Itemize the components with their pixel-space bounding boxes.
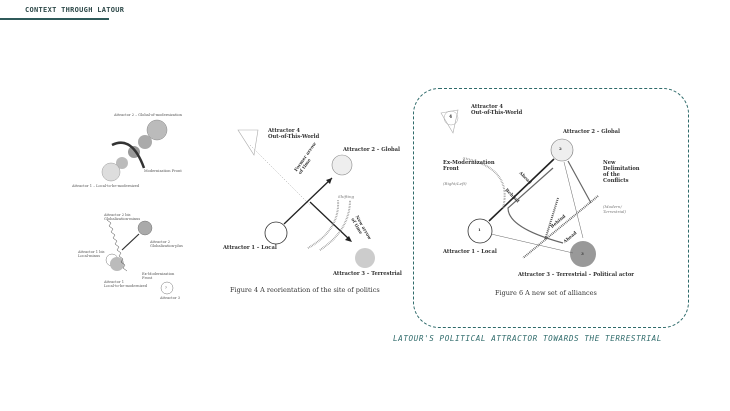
attractor4-label: Attractor 4 Out-of-This-World bbox=[268, 128, 320, 140]
ex-modernization-front-label: Ex-Modernization Front bbox=[443, 160, 495, 172]
ex-modernization-front-label: Ex-Modernization Front bbox=[142, 272, 175, 281]
attractor1bis-label: Attractor 1 bis Local-minus bbox=[78, 250, 105, 259]
figure1-drawing bbox=[101, 119, 174, 295]
num4-label: 4 bbox=[449, 115, 453, 120]
num2-label: 2 bbox=[559, 146, 562, 151]
attractor1-local-label: Attractor 1 Local-to-be-modernized bbox=[104, 280, 148, 289]
attractor3-mark: ? bbox=[165, 286, 167, 290]
modernization-front-label: Modernization Front bbox=[144, 169, 182, 173]
attractor3-label: Attractor 3 bbox=[160, 296, 181, 300]
delimitation-sub-label: (Modern/ Terrestrial) bbox=[603, 204, 626, 214]
figure2-drawing bbox=[237, 129, 375, 268]
num1-label: 1 bbox=[478, 227, 481, 232]
front-sub-label: (Right/Left) bbox=[443, 181, 467, 186]
highlight-dashed-frame bbox=[413, 88, 689, 328]
section-title: CONTEXT THROUGH LATOUR bbox=[25, 6, 125, 14]
figure-modernization-diagrams: Attractor 2 – Global-of-modernization Mo… bbox=[62, 100, 202, 300]
figure6-caption: Figure 6 A new set of alliances bbox=[495, 289, 597, 297]
attractor3-label: Attractor 3 – Terrestrial bbox=[333, 271, 402, 277]
attractor1-label: Attractor 1 – Local bbox=[443, 249, 497, 255]
figure3-drawing bbox=[440, 109, 599, 267]
figure-4-reorientation: Attractor 4 Out-of-This-World Attractor … bbox=[200, 100, 410, 300]
attractor2-plus-label: Attractor 2 Globalization-plus bbox=[150, 240, 183, 249]
attractor2-label: Attractor 2 – Global bbox=[563, 129, 621, 135]
num3-label: 3 bbox=[581, 251, 584, 256]
attractor2-label: Attractor 2 – Global bbox=[343, 147, 401, 153]
attractor2bis-label: Attractor 2 bis Globalization-minus bbox=[104, 213, 141, 222]
title-underline bbox=[0, 18, 109, 20]
attractor1-label: Attractor 1 – Local bbox=[223, 245, 277, 251]
shifting-label: Shifting bbox=[338, 194, 355, 199]
attractor4-label: Attractor 4 Out-of-This-World bbox=[471, 104, 523, 116]
new-delimitation-label: New Delimitation of the Conflicts bbox=[603, 160, 640, 184]
slide-caption: LATOUR'S POLITICAL ATTRACTOR TOWARDS THE… bbox=[393, 334, 662, 343]
attractor1-label: Attractor 1 – Local-to-be-modernized bbox=[72, 184, 140, 188]
figure-6-new-alliances: 4 Attractor 4 Out-of-This-World 2 Attrac… bbox=[413, 88, 689, 328]
attractor2-label: Attractor 2 – Global-of-modernization bbox=[114, 113, 182, 117]
figure4-caption: Figure 4 A reorientation of the site of … bbox=[230, 286, 380, 294]
attractor3-label: Attractor 3 – Terrestrial – Political ac… bbox=[518, 272, 635, 278]
